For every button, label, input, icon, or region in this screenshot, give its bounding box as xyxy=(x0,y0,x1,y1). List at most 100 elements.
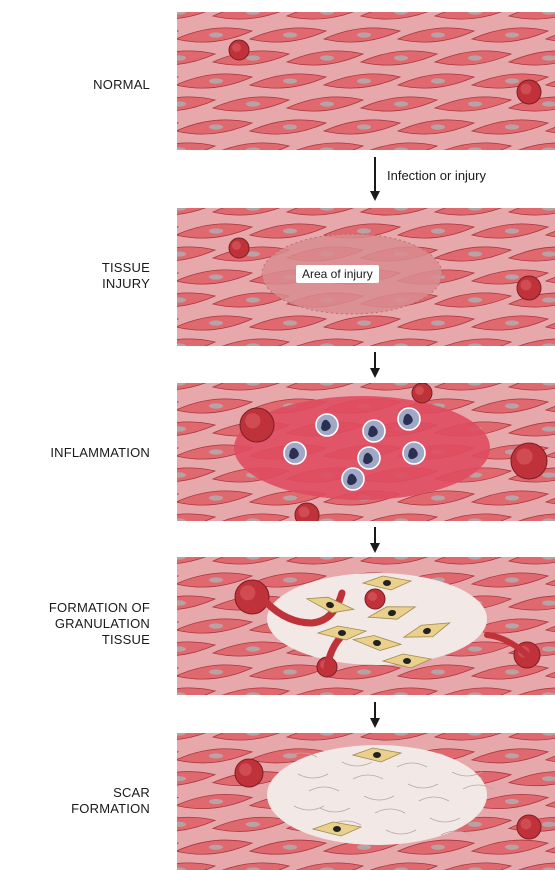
cell-nucleus xyxy=(209,577,223,582)
cell-nucleus xyxy=(505,124,519,129)
tissue-illustration-inflammation xyxy=(177,383,555,521)
cell-nucleus xyxy=(357,78,371,83)
arrow-caption-infection: Infection or injury xyxy=(387,168,486,183)
cell-nucleus xyxy=(283,124,297,129)
leukocyte xyxy=(403,442,425,464)
cell-nucleus xyxy=(505,495,519,500)
cell-nucleus xyxy=(209,274,223,279)
arrow-normal-to-injury xyxy=(366,155,384,203)
cell-nucleus xyxy=(468,101,482,106)
cell-nucleus xyxy=(283,845,297,850)
cell-nucleus xyxy=(209,32,223,37)
injury-area-label: Area of injury xyxy=(296,265,379,283)
cell-nucleus xyxy=(431,495,445,500)
cell-nucleus xyxy=(209,669,223,674)
leukocyte xyxy=(284,442,306,464)
tissue-illustration-granulation xyxy=(177,557,555,695)
cell-nucleus xyxy=(505,228,519,233)
cell-nucleus xyxy=(431,78,445,83)
cell-nucleus xyxy=(505,799,519,804)
cell-nucleus xyxy=(209,753,223,758)
cell-nucleus xyxy=(209,845,223,850)
cell-nucleus xyxy=(505,403,519,408)
cell-nucleus xyxy=(283,669,297,674)
leukocyte xyxy=(363,420,385,442)
cell-nucleus xyxy=(283,320,297,325)
cell-nucleus xyxy=(209,124,223,129)
tissue-illustration-normal xyxy=(177,12,555,150)
cell-nucleus xyxy=(209,449,223,454)
cell-nucleus xyxy=(468,646,482,651)
cell-nucleus xyxy=(468,55,482,60)
blood-vessel xyxy=(412,383,432,403)
cell-nucleus xyxy=(357,669,371,674)
blood-vessel xyxy=(511,443,547,479)
fibroblast-nucleus xyxy=(333,826,341,832)
fibroblast-nucleus xyxy=(338,630,346,636)
cell-nucleus xyxy=(246,101,260,106)
blood-vessel xyxy=(235,580,269,614)
cell-nucleus xyxy=(246,646,260,651)
cell-nucleus xyxy=(431,320,445,325)
fibroblast-nucleus xyxy=(373,752,381,758)
cell-nucleus xyxy=(505,32,519,37)
cell-nucleus xyxy=(209,799,223,804)
cell-nucleus xyxy=(505,753,519,758)
stage-label-tissue-injury: TISSUE INJURY xyxy=(102,260,150,292)
cell-nucleus xyxy=(431,669,445,674)
blood-vessel xyxy=(240,408,274,442)
blood-vessel xyxy=(229,238,249,258)
blood-vessel xyxy=(365,589,385,609)
cell-nucleus xyxy=(209,78,223,83)
fibroblast-nucleus xyxy=(383,580,391,586)
cell-nucleus xyxy=(431,228,445,233)
cell-nucleus xyxy=(283,577,297,582)
cell-nucleus xyxy=(209,320,223,325)
cell-nucleus xyxy=(283,78,297,83)
arrow-granulation-to-scar xyxy=(366,700,384,730)
leukocyte xyxy=(342,468,364,490)
cell-nucleus xyxy=(357,32,371,37)
panel-normal xyxy=(177,12,555,150)
cell-nucleus xyxy=(505,78,519,83)
cell-nucleus xyxy=(283,32,297,37)
cell-nucleus xyxy=(505,669,519,674)
cell-nucleus xyxy=(505,623,519,628)
cell-nucleus xyxy=(431,845,445,850)
cell-nucleus xyxy=(246,55,260,60)
stage-label-inflammation: INFLAMMATION xyxy=(50,445,150,461)
cell-nucleus xyxy=(468,822,482,827)
cell-nucleus xyxy=(468,251,482,256)
cell-nucleus xyxy=(431,32,445,37)
blood-vessel xyxy=(517,80,541,104)
arrow-inflammation-to-granulation xyxy=(366,525,384,555)
cell-nucleus xyxy=(468,297,482,302)
cell-nucleus xyxy=(209,228,223,233)
cell-nucleus xyxy=(209,623,223,628)
tissue-illustration-scar xyxy=(177,733,555,870)
leukocyte xyxy=(398,408,420,430)
cell-nucleus xyxy=(357,845,371,850)
cell-nucleus xyxy=(246,297,260,302)
cell-nucleus xyxy=(394,101,408,106)
stage-label-scar: SCAR FORMATION xyxy=(71,785,150,817)
arrow-injury-to-inflammation xyxy=(366,350,384,380)
cell-nucleus xyxy=(283,495,297,500)
fibroblast-nucleus xyxy=(403,658,411,664)
cell-nucleus xyxy=(209,403,223,408)
cell-nucleus xyxy=(505,320,519,325)
leukocyte xyxy=(358,447,380,469)
cell-nucleus xyxy=(320,101,334,106)
blood-vessel xyxy=(517,815,541,839)
cell-nucleus xyxy=(505,274,519,279)
cell-nucleus xyxy=(357,228,371,233)
panel-inflammation xyxy=(177,383,555,521)
leukocyte xyxy=(316,414,338,436)
stage-label-granulation: FORMATION OF GRANULATION TISSUE xyxy=(49,600,150,648)
cell-nucleus xyxy=(357,124,371,129)
cell-nucleus xyxy=(357,320,371,325)
blood-vessel xyxy=(235,759,263,787)
panel-scar xyxy=(177,733,555,870)
blood-vessel xyxy=(517,276,541,300)
cell-nucleus xyxy=(283,228,297,233)
